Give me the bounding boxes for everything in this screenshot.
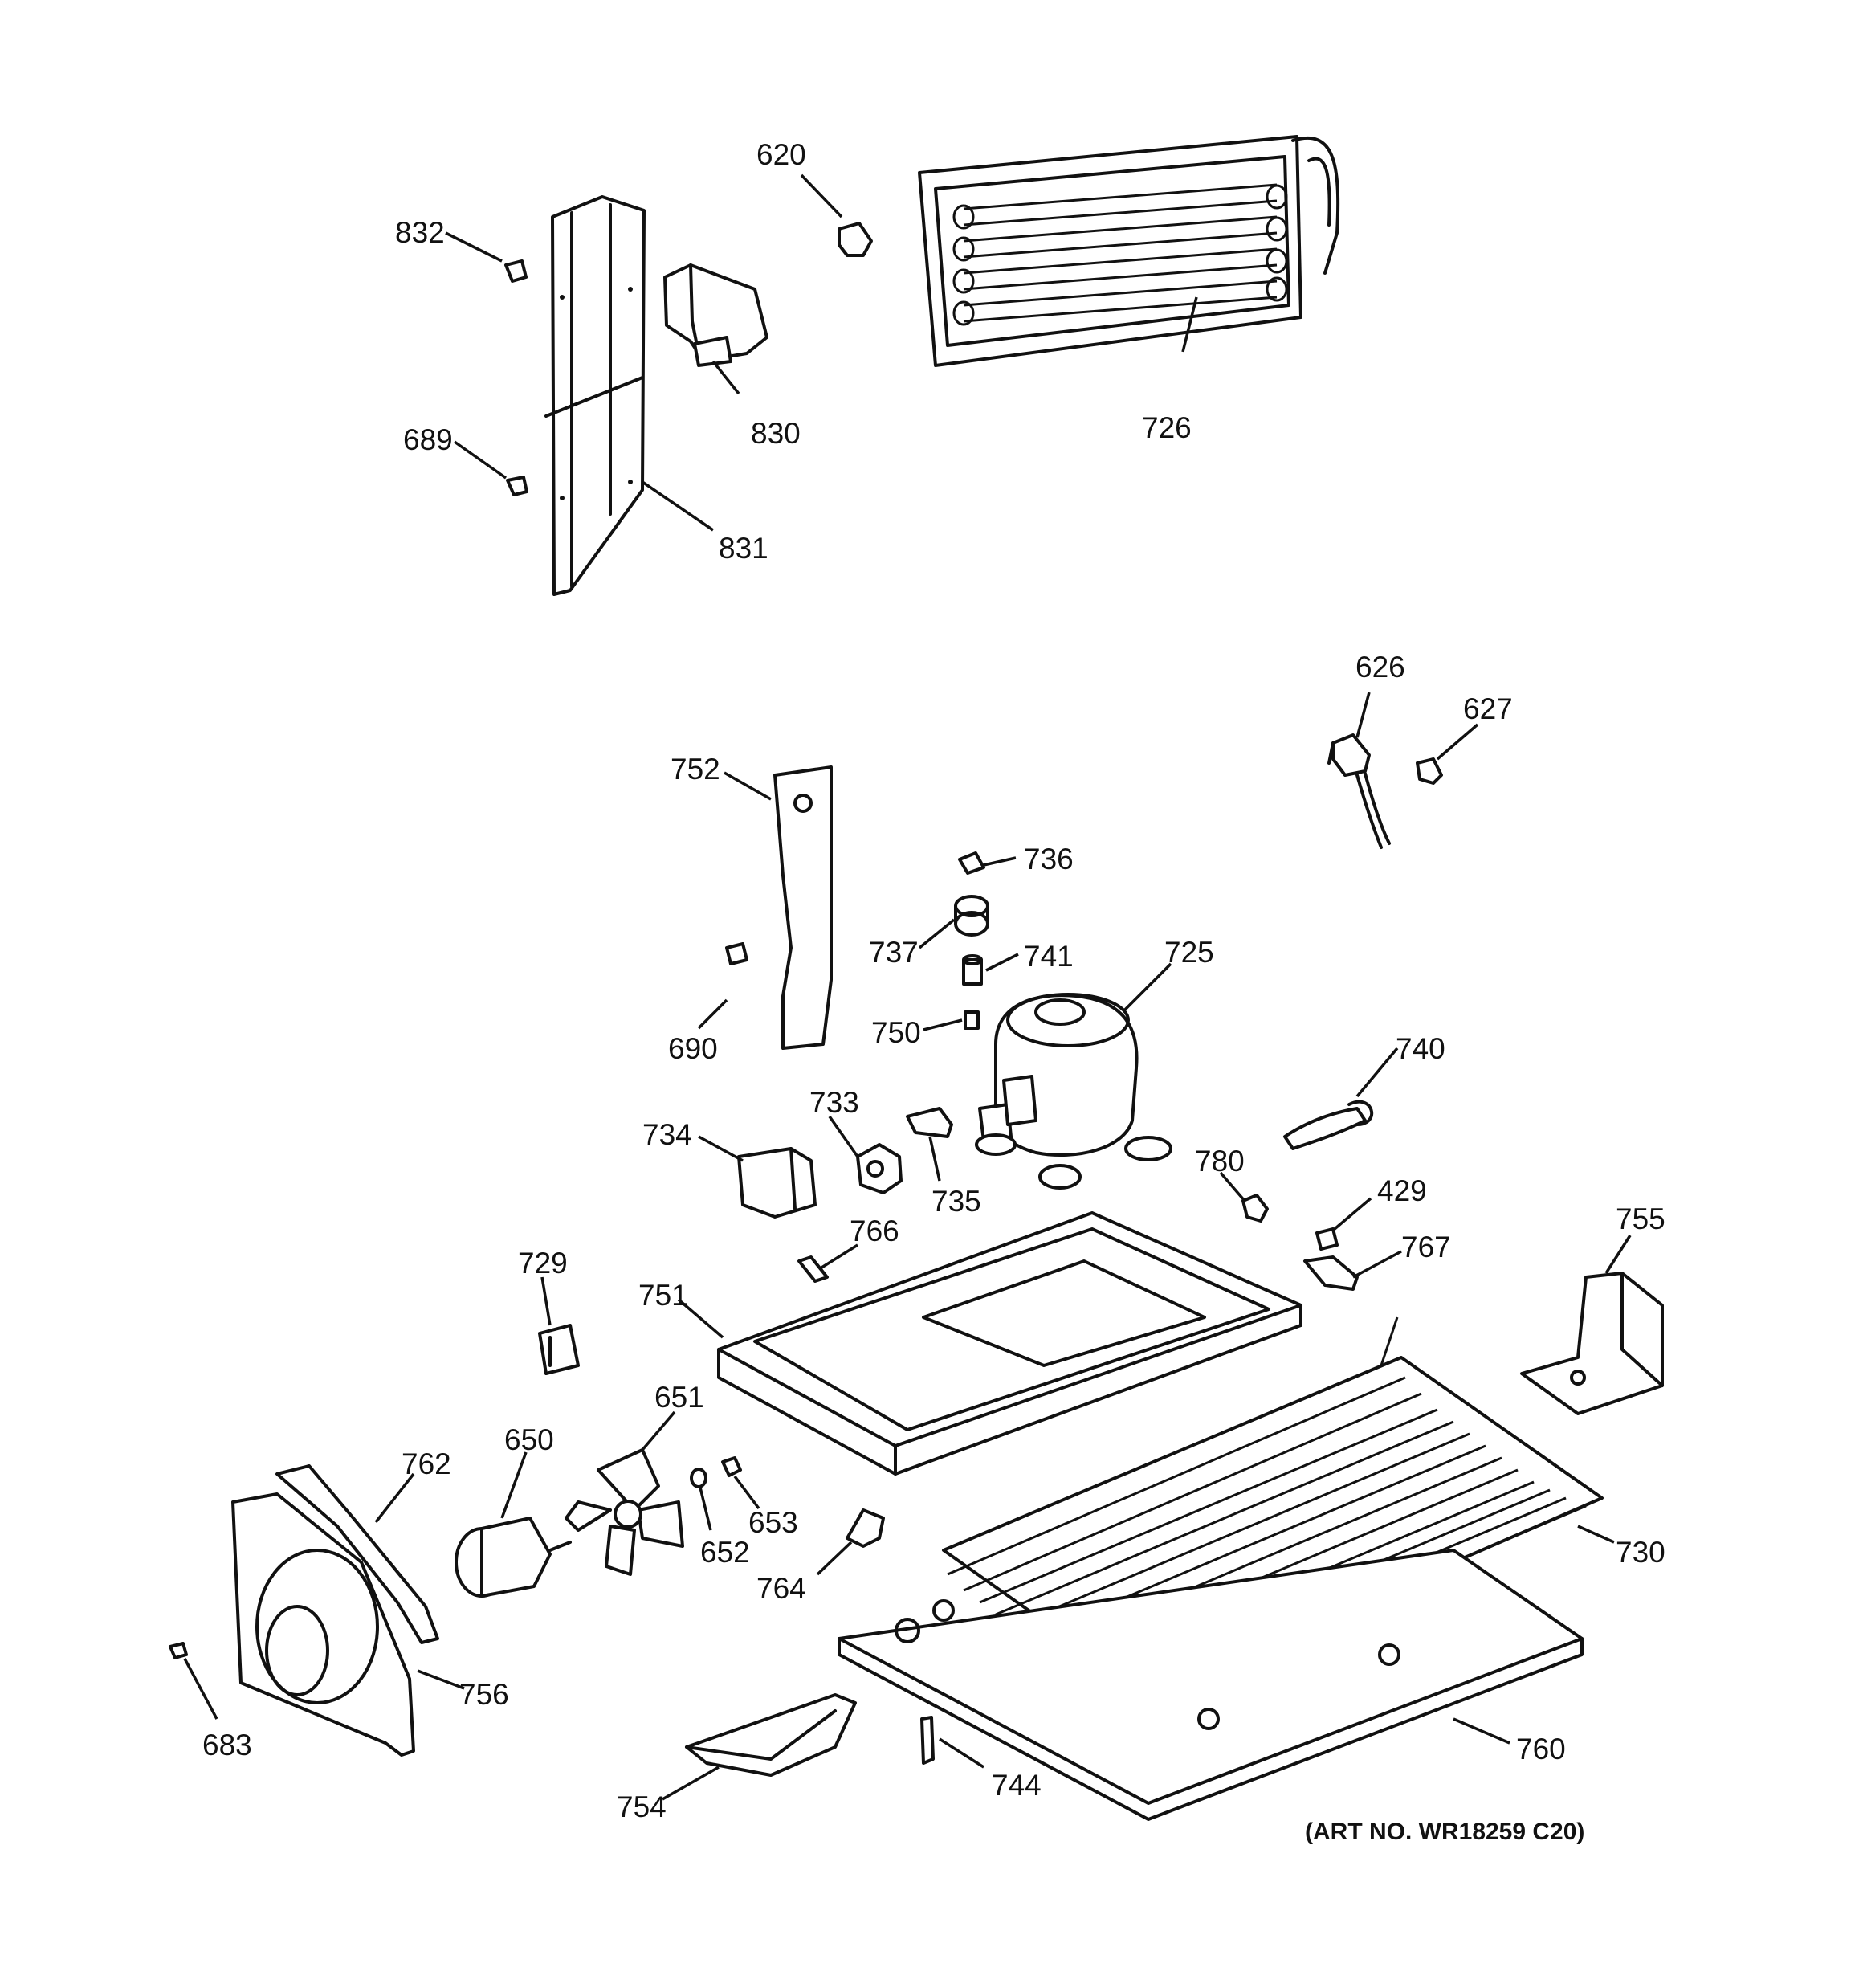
part-736-clip (958, 851, 985, 875)
part-830-control (663, 263, 768, 367)
part-734-overload (737, 1147, 817, 1219)
part-780-part (1241, 1194, 1269, 1223)
callout-744: 744 (992, 1769, 1042, 1802)
callout-831: 831 (719, 532, 768, 565)
callout-651: 651 (654, 1381, 704, 1414)
part-760-base-pan (838, 1549, 1584, 1821)
callout-725: 725 (1164, 936, 1214, 969)
part-744-clip (920, 1716, 935, 1765)
callout-429: 429 (1377, 1174, 1427, 1207)
callout-760: 760 (1516, 1733, 1566, 1766)
callout-780: 780 (1195, 1145, 1245, 1178)
art-number: (ART NO. WR18259 C20) (1305, 1819, 1584, 1845)
part-764-clip (846, 1508, 885, 1548)
callout-752: 752 (671, 753, 720, 786)
part-683-screw (169, 1642, 188, 1659)
part-429-screw (1315, 1227, 1339, 1251)
callout-737: 737 (869, 936, 919, 969)
part-766-clip (797, 1255, 829, 1283)
callout-627: 627 (1463, 692, 1513, 725)
part-755-bracket (1520, 1272, 1664, 1415)
callout-730: 730 (1616, 1536, 1665, 1569)
part-831-channel (544, 195, 646, 596)
part-626-power-cord (1327, 733, 1391, 849)
callout-labels: 620 726 832 830 689 831 626 627 752 736 … (202, 138, 1665, 1823)
callout-755: 755 (1616, 1202, 1665, 1235)
part-751-tray (717, 1211, 1302, 1476)
part-725-compressor (975, 993, 1172, 1190)
part-735-clip (906, 1107, 953, 1138)
callout-626: 626 (1355, 651, 1405, 684)
callout-766: 766 (850, 1214, 899, 1247)
callout-726: 726 (1142, 411, 1192, 444)
part-690-screw (725, 942, 748, 965)
callout-832: 832 (395, 216, 445, 249)
callout-736: 736 (1024, 843, 1074, 876)
part-627-clip (1416, 757, 1443, 785)
callout-751: 751 (638, 1279, 688, 1312)
part-767-bracket (1303, 1255, 1359, 1291)
part-832-screw (504, 259, 528, 283)
part-762-strip (275, 1464, 439, 1644)
leader-lines (183, 173, 1632, 1801)
part-740-harness (1283, 1100, 1373, 1150)
part-741-sleeve (962, 954, 983, 986)
part-737-grommet (954, 895, 989, 937)
part-620-clip (838, 222, 873, 257)
callout-653: 653 (748, 1506, 798, 1539)
callout-764: 764 (756, 1572, 806, 1605)
evaporator-coil (952, 183, 1288, 326)
callout-735: 735 (932, 1185, 981, 1218)
callout-754: 754 (617, 1790, 667, 1823)
callout-620: 620 (756, 138, 806, 171)
callout-689: 689 (403, 423, 453, 456)
part-754-drain-pan (685, 1693, 857, 1777)
part-652-washer (690, 1468, 707, 1488)
part-729-part (538, 1324, 580, 1375)
callout-767: 767 (1401, 1231, 1451, 1263)
callout-762: 762 (402, 1447, 451, 1480)
part-756-shroud (231, 1492, 415, 1757)
callout-734: 734 (642, 1118, 692, 1151)
part-726-evaporator (918, 135, 1340, 367)
callout-652: 652 (700, 1536, 750, 1569)
callout-650: 650 (504, 1423, 554, 1456)
part-653-nut (721, 1456, 742, 1477)
callout-690: 690 (668, 1032, 718, 1065)
part-650-fan-motor (455, 1517, 572, 1598)
callout-756: 756 (459, 1678, 509, 1711)
callout-741: 741 (1024, 940, 1074, 973)
part-689-screw (506, 476, 528, 496)
callout-830: 830 (751, 417, 801, 450)
callout-729: 729 (518, 1247, 568, 1280)
part-750-screw (964, 1010, 980, 1030)
part-651-fan-blade (565, 1448, 684, 1576)
callout-733: 733 (809, 1086, 859, 1119)
part-733-relay (856, 1143, 903, 1194)
callout-683: 683 (202, 1729, 252, 1761)
callout-750: 750 (871, 1016, 921, 1049)
part-752-bracket (773, 765, 833, 1050)
callout-740: 740 (1396, 1032, 1445, 1065)
